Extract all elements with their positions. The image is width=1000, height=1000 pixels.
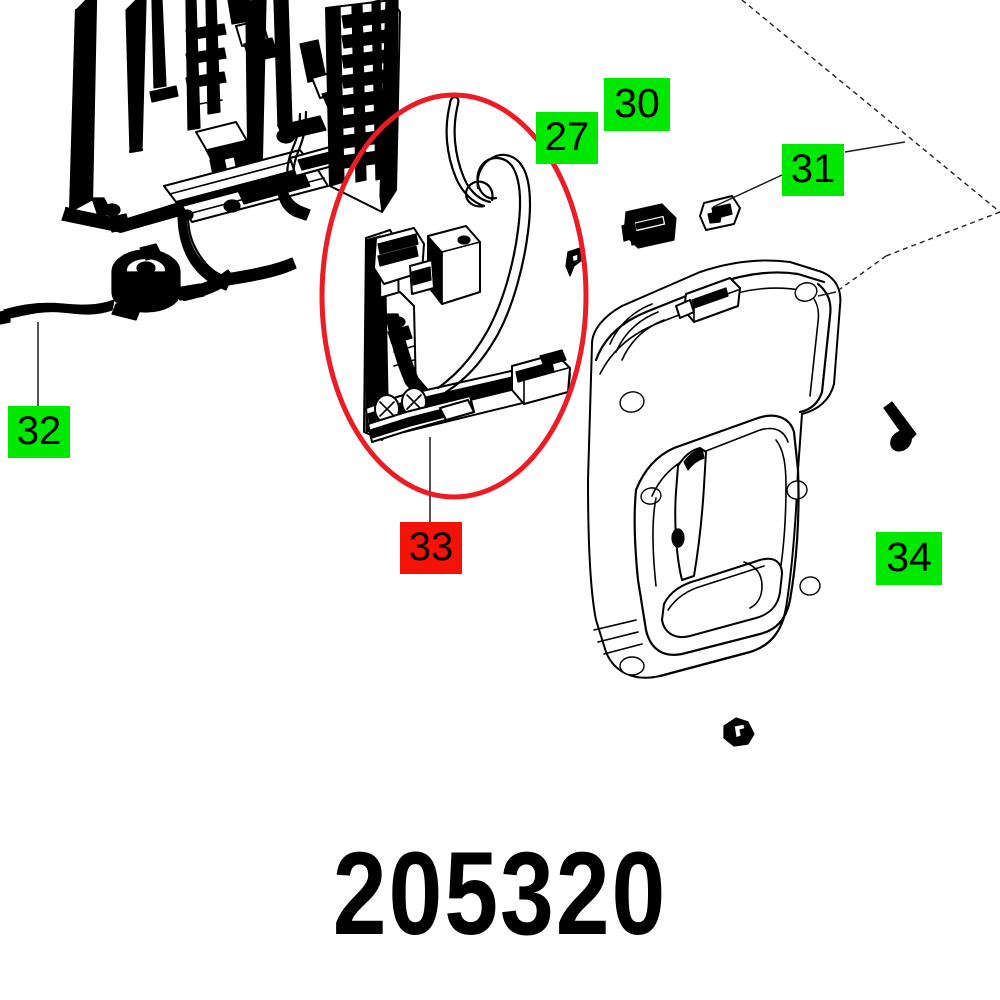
leader-31-a bbox=[712, 174, 783, 208]
part-number: 205320 bbox=[332, 828, 668, 960]
callout-34[interactable]: 34 bbox=[876, 532, 942, 585]
small-clip-drawing bbox=[699, 195, 741, 231]
construction-lines bbox=[741, 0, 1000, 293]
leader-34-handle bbox=[817, 291, 837, 297]
panel-grille-drawing bbox=[325, 0, 401, 213]
screw-drawing bbox=[883, 401, 917, 452]
callout-30-label: 30 bbox=[614, 80, 660, 126]
motor-fan-drawing bbox=[0, 209, 297, 325]
wire-clip-small-drawing bbox=[565, 247, 583, 277]
callout-31[interactable]: 31 bbox=[782, 144, 844, 196]
highlight-ellipse bbox=[319, 92, 589, 500]
callout-32[interactable]: 32 bbox=[8, 406, 70, 458]
leader-31-b bbox=[844, 141, 906, 153]
small-fastener-drawing bbox=[723, 717, 755, 747]
frame-assembly-left-drawing bbox=[61, 0, 361, 234]
callout-33-label: 33 bbox=[408, 525, 454, 569]
callout-27-label: 27 bbox=[544, 115, 590, 159]
connector-block-drawing bbox=[621, 203, 677, 249]
callout-31-label: 31 bbox=[790, 147, 836, 191]
callout-34-label: 34 bbox=[886, 534, 932, 580]
callout-32-label: 32 bbox=[16, 409, 62, 453]
callout-33[interactable]: 33 bbox=[400, 522, 462, 574]
switch-trigger-assembly-drawing bbox=[363, 95, 571, 443]
handle-housing-drawing bbox=[587, 259, 842, 679]
leader-lines bbox=[37, 141, 906, 522]
callout-30[interactable]: 30 bbox=[604, 78, 670, 131]
callout-27[interactable]: 27 bbox=[536, 112, 598, 164]
